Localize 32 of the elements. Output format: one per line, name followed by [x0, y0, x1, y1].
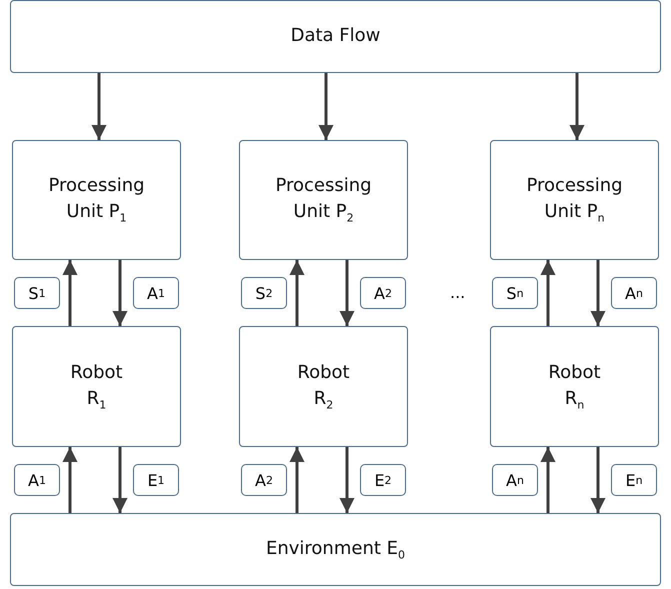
process-box: [490, 140, 659, 260]
process-box: [490, 326, 659, 447]
ellipsis-text: ...: [450, 283, 466, 302]
arrow: [540, 447, 556, 513]
node-text: Robot R$_{2}$: [296, 360, 351, 414]
process-box: [10, 0, 661, 73]
node-text: Data Flow: [290, 24, 380, 48]
node-text: Robot R$_{n}$: [547, 360, 602, 414]
process-box: [239, 326, 408, 447]
arrow: [540, 260, 556, 326]
node-text: Environment E$_{0}$: [266, 536, 406, 564]
arrow: [318, 73, 334, 140]
arrow: [590, 447, 606, 513]
node-text: Processing Unit P$_{n}$: [525, 174, 624, 227]
process-box: [12, 140, 181, 260]
node-text: Processing Unit P$_{2}$: [274, 174, 373, 227]
arrow: [340, 260, 354, 326]
arrow: [92, 73, 106, 140]
arrow: [62, 447, 78, 513]
arrow: [290, 260, 304, 326]
process-box: [12, 326, 181, 447]
node-text: Processing Unit P$_{1}$: [47, 174, 146, 227]
arrow: [112, 447, 128, 513]
arrow: [340, 447, 354, 513]
arrow: [570, 73, 584, 140]
arrow: [590, 260, 606, 326]
arrow: [112, 260, 128, 326]
arrow: [62, 260, 78, 326]
process-box: [239, 140, 408, 260]
arrow: [290, 447, 304, 513]
process-box: [10, 513, 661, 586]
node-text: Robot R$_{1}$: [69, 360, 124, 414]
